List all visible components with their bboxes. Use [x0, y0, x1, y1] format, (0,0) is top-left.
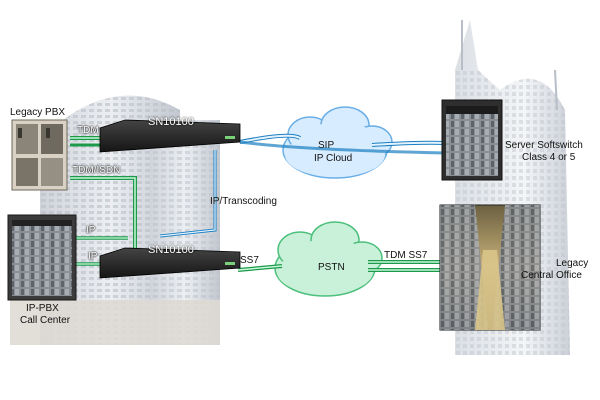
- ss7-link-label: SS7: [240, 255, 259, 266]
- ip-pbx-label: IP-PBX: [26, 303, 59, 314]
- ip-links-ippbx: [75, 236, 128, 266]
- central-office-image: [439, 204, 541, 331]
- legacy-pbx-device: [11, 119, 68, 191]
- ip-link-label-lower: IP: [88, 251, 98, 262]
- ip-cloud: [282, 106, 393, 179]
- ip-cloud-label-sip: SIP: [318, 140, 335, 151]
- tdm-isdn-link-label: TDM/ISDN: [72, 165, 121, 176]
- tdm-isdn-link: [70, 176, 137, 252]
- sip-link: [239, 133, 446, 155]
- central-office-label-line1: Legacy: [556, 258, 589, 269]
- ip-cloud-label: IP Cloud: [314, 153, 353, 164]
- central-office-label-line2: Central Office: [521, 270, 582, 281]
- pstn-cloud-label: PSTN: [318, 262, 345, 273]
- legacy-pbx-label: Legacy PBX: [10, 107, 66, 118]
- sn10100-bottom-label: SN10100: [148, 244, 194, 256]
- ip-link-label-upper: IP: [86, 225, 96, 236]
- ip-transcoding-link: [159, 150, 217, 238]
- sn10100-top-label: SN10100: [148, 116, 194, 128]
- tdm-link-label: TDM: [77, 125, 99, 136]
- sn10100-top-device: [99, 119, 241, 153]
- ip-pbx-device: [7, 214, 77, 301]
- pstn-cloud: [274, 221, 383, 297]
- tdm-ss7-link-label: TDM SS7: [384, 250, 428, 261]
- tdm-ss7-link: [368, 260, 445, 272]
- softswitch-device: [441, 99, 503, 181]
- ss7-link: [237, 264, 283, 272]
- ip-transcoding-label: IP/Transcoding: [210, 196, 277, 207]
- call-center-label: Call Center: [20, 315, 71, 326]
- tdm-link: [70, 136, 100, 147]
- softswitch-label-line2: Class 4 or 5: [522, 152, 576, 163]
- softswitch-label-line1: Server Softswitch: [505, 140, 583, 151]
- sn10100-bottom-device: [99, 247, 241, 279]
